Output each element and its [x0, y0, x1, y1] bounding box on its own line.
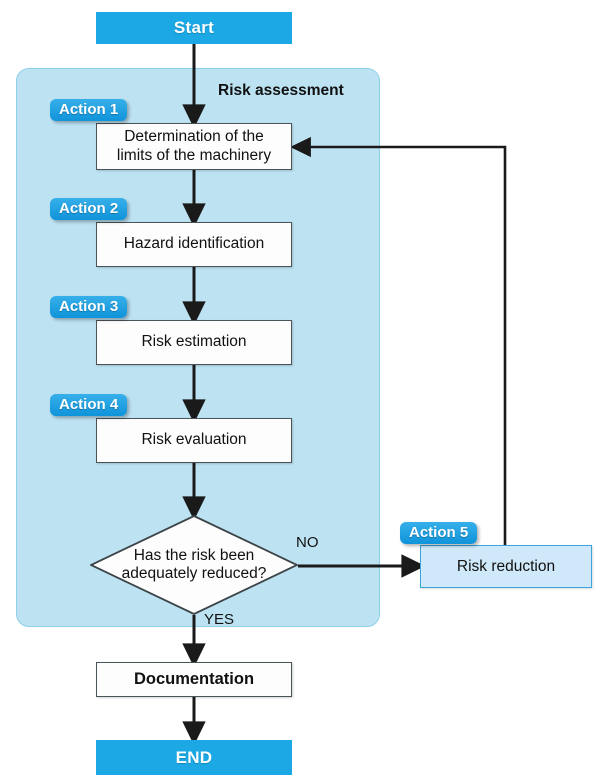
edge-action5-feedback-to-action1	[290, 136, 507, 545]
risk-assessment-group-title: Risk assessment	[218, 82, 344, 99]
node-risk-estimation[interactable]: Risk estimation	[96, 320, 292, 365]
edge-label-yes: YES	[204, 611, 235, 628]
decision-has-risk-been-reduced[interactable]: Has the risk been adequately reduced?	[88, 515, 300, 615]
node-risk-evaluation[interactable]: Risk evaluation	[96, 418, 292, 463]
node-determination-line1: Determination of the	[124, 128, 264, 146]
badge-action-3[interactable]: Action 3	[50, 296, 128, 319]
node-hazard-identification[interactable]: Hazard identification	[96, 222, 292, 267]
badge-action-1[interactable]: Action 1	[50, 99, 128, 122]
edge-label-no: NO	[296, 534, 319, 551]
decision-diamond-shape	[88, 515, 300, 615]
node-determination-of-limits[interactable]: Determination of the limits of the machi…	[96, 123, 292, 170]
badge-action-5[interactable]: Action 5	[400, 522, 478, 545]
node-documentation[interactable]: Documentation	[96, 662, 292, 697]
badge-action-4[interactable]: Action 4	[50, 394, 128, 417]
node-determination-line2: limits of the machinery	[116, 146, 272, 164]
badge-action-2[interactable]: Action 2	[50, 198, 128, 221]
start-terminator[interactable]: Start	[96, 12, 292, 44]
end-terminator[interactable]: END	[96, 740, 292, 775]
node-risk-reduction[interactable]: Risk reduction	[420, 545, 592, 588]
